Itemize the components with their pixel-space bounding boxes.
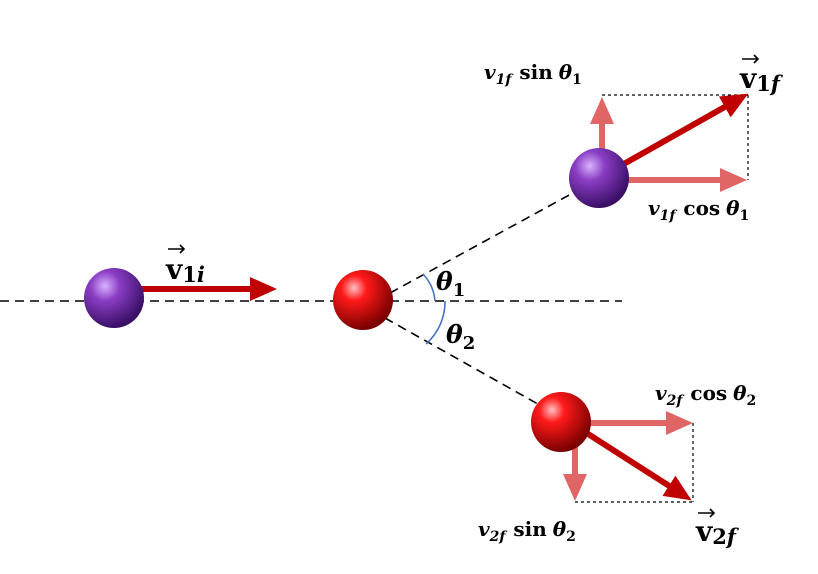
svg-text:v1f: v1f <box>739 62 784 96</box>
label-v1f: v1f <box>739 54 784 96</box>
label-theta2: θ2 <box>446 320 475 354</box>
ball-1-initial <box>84 268 144 328</box>
vector-arrow-icon <box>742 54 760 64</box>
angle-arc-theta1 <box>422 273 436 302</box>
guide-line-ball2 <box>384 317 546 409</box>
ball-2-final <box>531 392 591 452</box>
arrow-v2f <box>583 429 692 501</box>
angle-arc-theta2 <box>425 300 446 345</box>
label-v2f: v2f <box>695 508 740 549</box>
vector-arrow-icon <box>698 508 716 518</box>
guide-line-ball1 <box>389 187 583 294</box>
label-v1i: v1i <box>165 244 205 287</box>
svg-text:v2f: v2f <box>695 515 740 549</box>
label-theta1: θ1 <box>436 267 465 301</box>
arrow-v1f <box>620 93 749 168</box>
ball-1-final <box>569 148 629 208</box>
svg-text:v1i: v1i <box>165 253 205 287</box>
vector-arrow-icon <box>168 244 186 254</box>
ball-2-initial <box>333 270 393 330</box>
component-box-ball2 <box>575 423 694 503</box>
